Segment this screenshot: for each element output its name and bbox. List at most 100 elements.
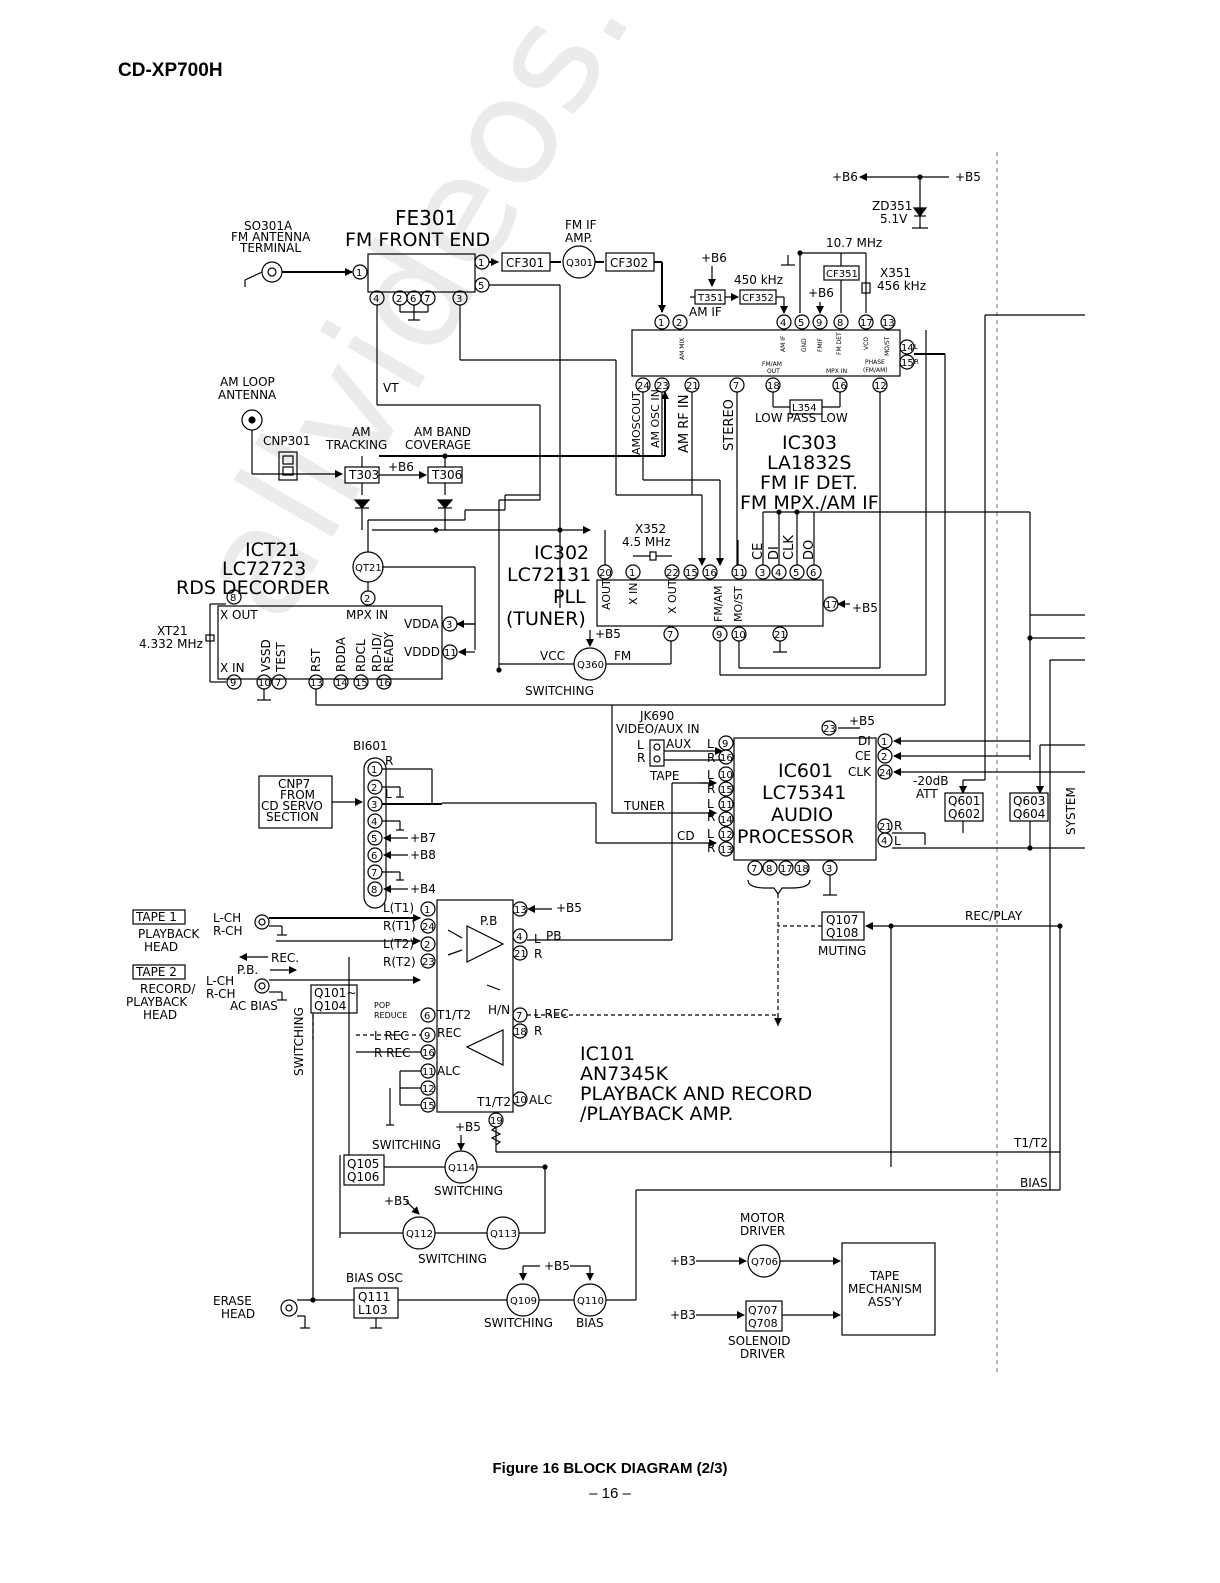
svg-text:CE: CE: [751, 543, 766, 560]
svg-text:Q706: Q706: [751, 1257, 778, 1268]
svg-text:DRIVER: DRIVER: [740, 1347, 785, 1361]
svg-text:Q112: Q112: [406, 1229, 433, 1240]
svg-text:FMIF: FMIF: [817, 338, 824, 352]
svg-text:Q601: Q601: [948, 794, 980, 808]
svg-text:Q708: Q708: [748, 1317, 778, 1330]
svg-text:SWITCHING: SWITCHING: [372, 1138, 441, 1152]
svg-text:16: 16: [378, 678, 391, 689]
svg-text:3: 3: [826, 864, 832, 875]
svg-text:1: 1: [478, 258, 484, 269]
svg-text:4: 4: [881, 836, 887, 847]
svg-text:18: 18: [796, 864, 809, 875]
svg-text:18: 18: [514, 1027, 527, 1038]
svg-text:Q301: Q301: [566, 258, 593, 269]
so301a-ref: SO301A: [244, 219, 293, 233]
svg-text:SWITCHING: SWITCHING: [418, 1252, 487, 1266]
svg-text:AM: AM: [352, 425, 371, 439]
svg-text:R REC: R REC: [374, 1046, 410, 1060]
svg-text:AUX: AUX: [666, 737, 691, 751]
svg-text:+B5: +B5: [852, 601, 878, 615]
svg-text:+B5: +B5: [955, 170, 981, 184]
svg-text:L REC: L REC: [534, 1007, 569, 1021]
svg-text:BI601: BI601: [353, 739, 388, 753]
svg-text:23: 23: [823, 724, 836, 735]
svg-text:9: 9: [424, 1031, 430, 1042]
svg-text:10: 10: [733, 630, 746, 641]
cnp301-connector: [278, 451, 298, 481]
svg-text:3: 3: [371, 800, 377, 811]
svg-text:RECORD/: RECORD/: [140, 982, 196, 996]
svg-text:CLK: CLK: [782, 535, 797, 560]
svg-text:REC.: REC.: [271, 951, 299, 965]
ic302-func2: (TUNER): [506, 608, 586, 630]
svg-text:ASS'Y: ASS'Y: [868, 1295, 903, 1309]
svg-text:+B5: +B5: [556, 901, 582, 915]
svg-text:11: 11: [720, 800, 733, 811]
svg-text:7: 7: [371, 868, 377, 879]
jk690-jack: [649, 739, 665, 767]
model-header: CD-XP700H: [118, 60, 223, 81]
svg-text:L(T1): L(T1): [383, 901, 414, 915]
svg-text:8: 8: [371, 885, 377, 896]
svg-text:5.1V: 5.1V: [880, 212, 908, 226]
svg-text:+B3: +B3: [670, 1254, 696, 1268]
svg-text:SECTION: SECTION: [266, 810, 319, 824]
svg-text:Q110: Q110: [577, 1296, 604, 1307]
svg-text:T306: T306: [431, 468, 462, 482]
svg-text:PLAYBACK: PLAYBACK: [138, 927, 200, 941]
svg-text:L: L: [385, 787, 392, 801]
svg-text:8: 8: [837, 318, 843, 329]
ic302-part: LC72131: [507, 564, 591, 586]
svg-text:STEREO: STEREO: [722, 399, 737, 451]
pb-amp-triangle: [466, 925, 505, 963]
svg-text:17: 17: [825, 600, 838, 611]
svg-text:+B5: +B5: [455, 1120, 481, 1134]
svg-text:4.5 MHz: 4.5 MHz: [622, 535, 671, 549]
svg-text:7: 7: [424, 294, 430, 305]
svg-text:CF351: CF351: [826, 269, 858, 280]
svg-text:10: 10: [514, 1095, 527, 1106]
svg-text:5: 5: [793, 568, 799, 579]
svg-text:L: L: [534, 932, 541, 946]
svg-text:RST: RST: [309, 648, 323, 672]
svg-text:LOW PASS LOW: LOW PASS LOW: [755, 411, 848, 425]
svg-text:REC/PLAY: REC/PLAY: [965, 909, 1023, 923]
so301a-line1: FM ANTENNA: [231, 230, 311, 244]
svg-text:SWITCHING: SWITCHING: [525, 684, 594, 698]
svg-text:11: 11: [733, 568, 746, 579]
svg-text:VDDA: VDDA: [404, 617, 439, 631]
svg-text:TUNER: TUNER: [623, 799, 665, 813]
svg-text:+B6: +B6: [808, 286, 834, 300]
svg-text:6: 6: [810, 568, 816, 579]
svg-text:CF302: CF302: [610, 256, 648, 270]
svg-text:4: 4: [780, 318, 786, 329]
ic601-func2: PROCESSOR: [737, 826, 854, 848]
svg-text:15: 15: [720, 785, 733, 796]
svg-text:T1/T2: T1/T2: [1013, 1136, 1048, 1150]
svg-text:450 kHz: 450 kHz: [734, 273, 783, 287]
svg-text:AM IF: AM IF: [780, 335, 787, 352]
svg-text:HEAD: HEAD: [144, 940, 178, 954]
svg-text:7: 7: [733, 381, 739, 392]
svg-text:21: 21: [686, 381, 699, 392]
svg-text:L(T2): L(T2): [383, 937, 414, 951]
svg-text:2: 2: [424, 940, 430, 951]
svg-text:CF352: CF352: [742, 293, 774, 304]
svg-text:FM/AM: FM/AM: [762, 361, 782, 368]
svg-text:1: 1: [424, 905, 430, 916]
svg-text:AOUT: AOUT: [600, 579, 613, 610]
svg-text:CNP7: CNP7: [278, 777, 310, 791]
svg-text:R(T2): R(T2): [383, 955, 416, 969]
svg-text:ERASE: ERASE: [213, 1294, 252, 1308]
svg-text:R: R: [637, 751, 645, 765]
svg-text:Q113: Q113: [490, 1229, 517, 1240]
ic101-block: [436, 899, 514, 1113]
svg-text:-20dB: -20dB: [913, 774, 948, 788]
svg-text:4: 4: [516, 932, 522, 943]
svg-text:COVERAGE: COVERAGE: [405, 438, 471, 452]
svg-text:AM LOOP: AM LOOP: [220, 375, 275, 389]
fe301-pin1: [352, 264, 368, 280]
ic302-block: [596, 579, 824, 627]
svg-text:R: R: [707, 751, 715, 765]
